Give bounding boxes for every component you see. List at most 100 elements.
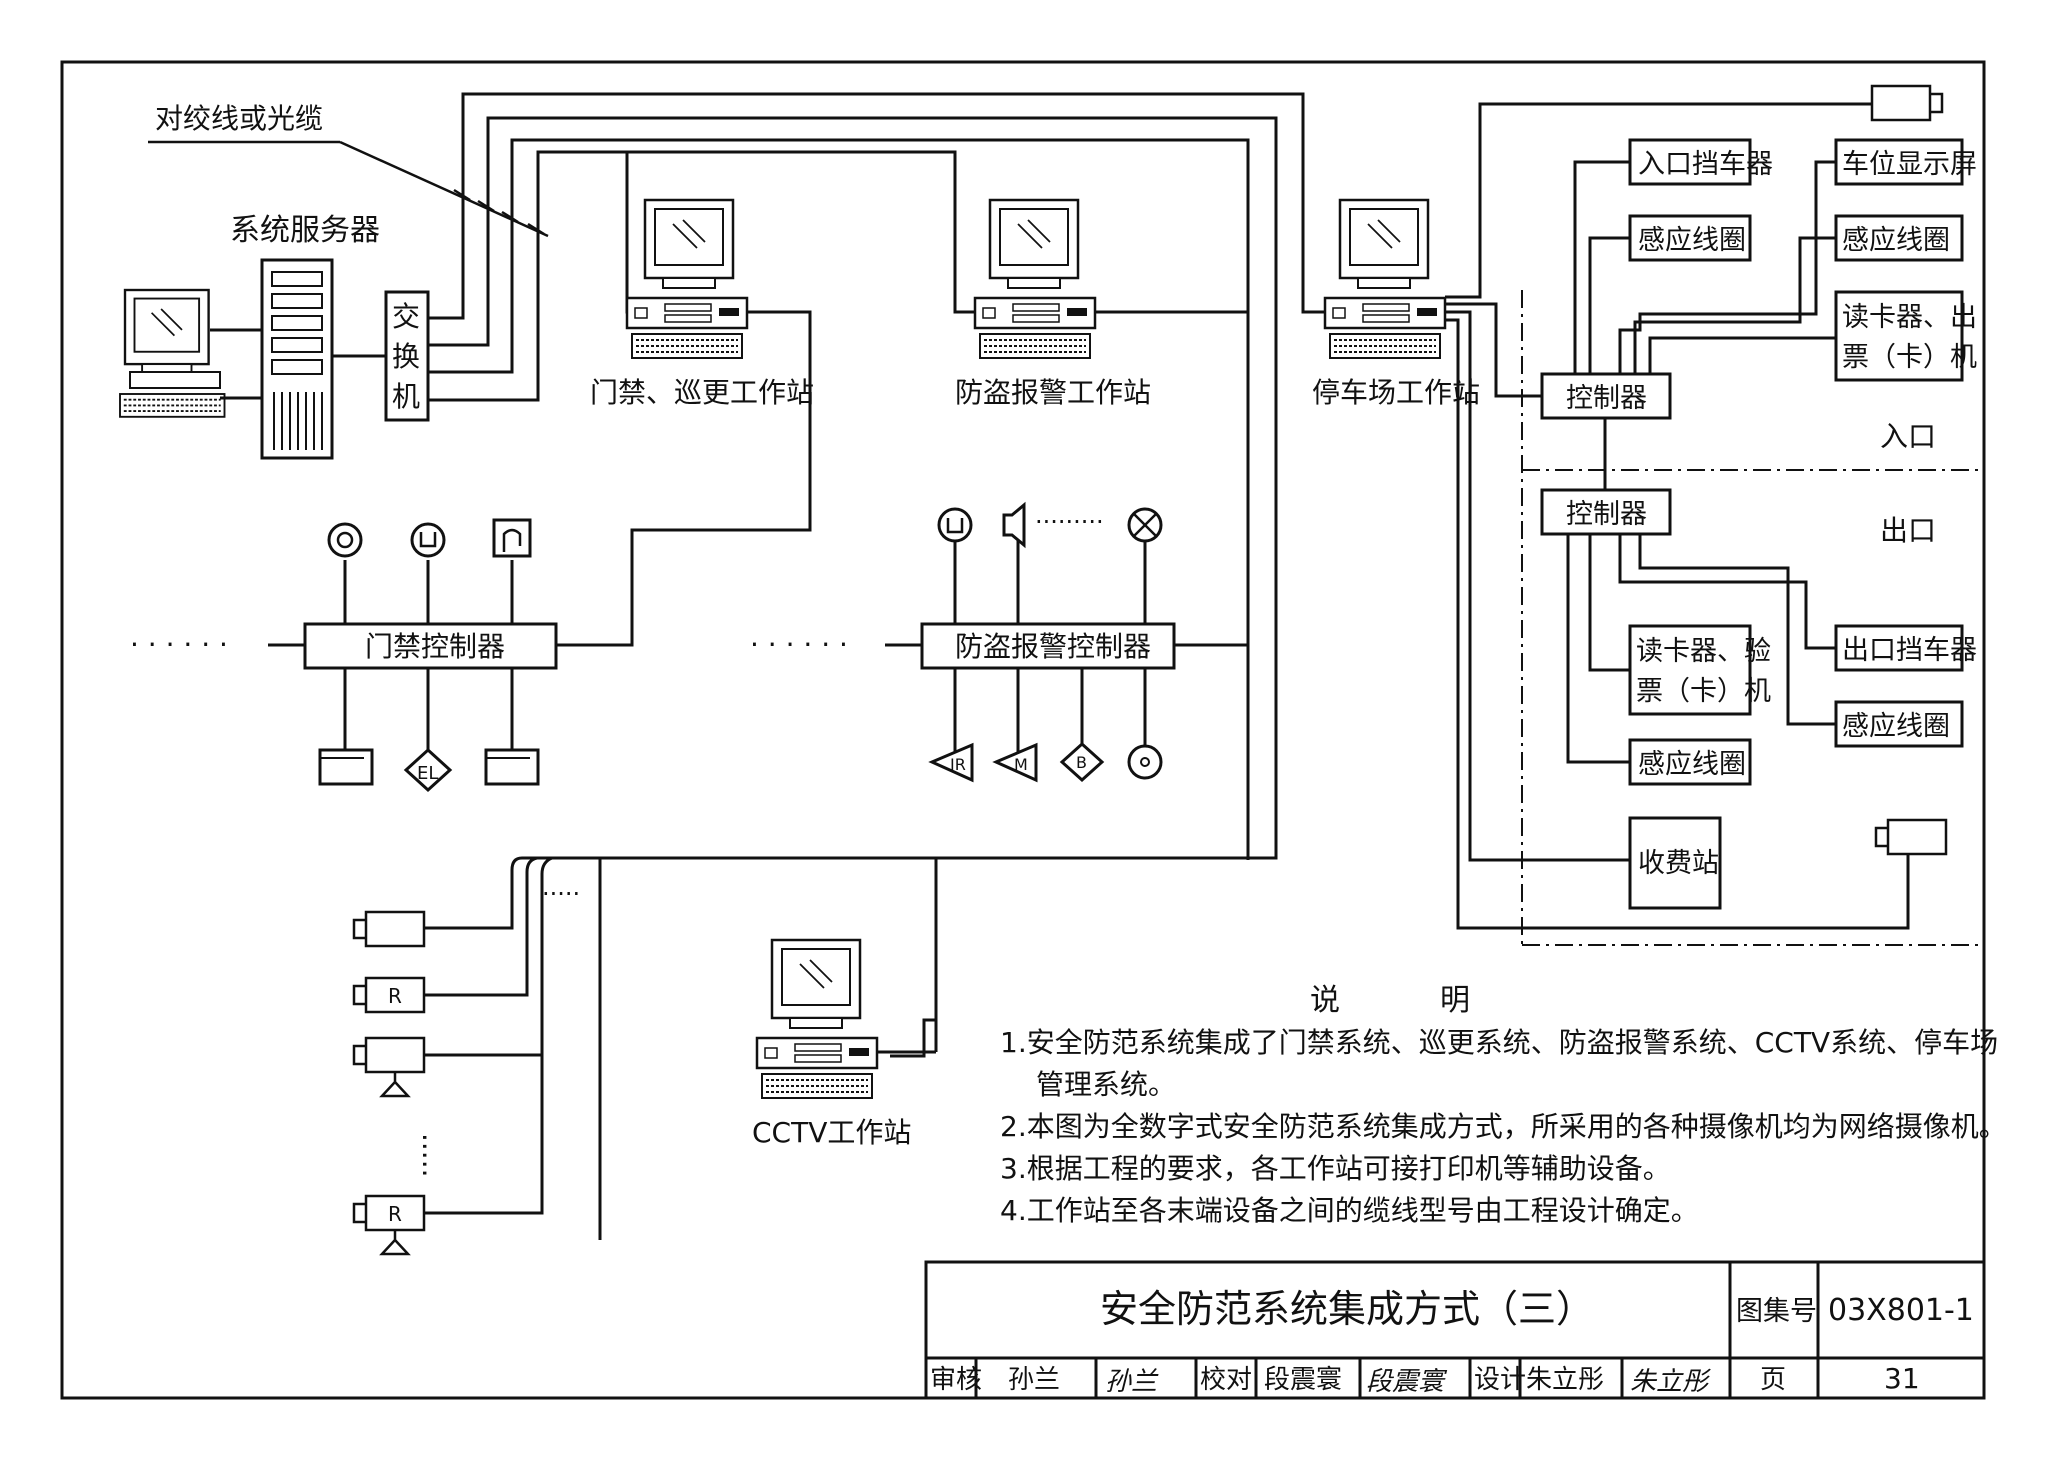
access-controller-box — [303, 622, 558, 670]
checker-name: 段震寰 — [1264, 1365, 1342, 1395]
door-lock-symbol — [318, 748, 374, 786]
smoke-detector-symbol — [1127, 744, 1163, 780]
parking-camera-entry — [1870, 84, 1944, 122]
loop-box-3: 感应线圈 — [1834, 700, 1964, 748]
loop-box-2: 感应线圈 — [1834, 214, 1964, 262]
svg-text:R: R — [388, 1202, 402, 1226]
alarm-dots: ········· — [1035, 508, 1104, 536]
alarm-keypad-symbol — [937, 507, 973, 543]
glass-break-detector-symbol — [1059, 741, 1105, 783]
parking-wiring — [1445, 102, 1910, 930]
alarm-workstation — [973, 198, 1097, 359]
alarm-controller-box — [920, 622, 1176, 670]
svg-text:入口挡车器: 入口挡车器 — [1638, 149, 1773, 180]
parking-workstation-label: 停车场工作站 — [1312, 376, 1480, 409]
access-workstation — [625, 198, 749, 359]
page-number: 31 — [1884, 1362, 1920, 1395]
exit-label: 出口 — [1880, 514, 1936, 547]
svg-text:感应线圈: 感应线圈 — [1842, 225, 1950, 256]
microwave-detector-symbol — [992, 742, 1038, 783]
network-switch: 交 换 机 — [384, 290, 430, 422]
camera-more-dots: ····· — [542, 880, 580, 908]
atlas-label: 图集号 — [1736, 1296, 1817, 1327]
note-4: 4.工作站至各末端设备之间的缆线型号由工程设计确定。 — [1000, 1194, 1699, 1227]
drawing-title: 安全防范系统集成方式（三） — [1100, 1287, 1594, 1331]
exit-controller-box: 控制器 — [1540, 488, 1672, 536]
camera-ptz — [352, 1036, 426, 1098]
access-workstation-label: 门禁、巡更工作站 — [590, 376, 814, 409]
server-label: 系统服务器 — [230, 213, 380, 248]
cable-note-label: 对绞线或光缆 — [155, 102, 323, 135]
review-label: 审核 — [930, 1365, 982, 1395]
svg-text:R: R — [388, 984, 402, 1008]
svg-text:感应线圈: 感应线圈 — [1842, 711, 1950, 742]
parking-camera-exit — [1874, 818, 1948, 856]
alarm-workstation-label: 防盗报警工作站 — [955, 376, 1151, 409]
loop-box-1: 感应线圈 — [1628, 214, 1752, 262]
svg-text:出口挡车器: 出口挡车器 — [1842, 635, 1977, 666]
checker-signature: 段震寰 — [1366, 1367, 1448, 1397]
electric-lock-symbol — [403, 747, 453, 793]
notes-title: 说 明 — [1310, 983, 1470, 1018]
note-2: 2.本图为全数字式安全防范系统集成方式，所采用的各种摄像机均为网络摄像机。 — [1000, 1110, 2007, 1143]
exit-barrier-box: 出口挡车器 — [1834, 624, 1977, 672]
reader-symbol — [327, 522, 363, 558]
server-tower — [260, 258, 386, 460]
svg-text:票（卡）机: 票（卡）机 — [1636, 676, 1771, 707]
parking-zone-border — [1521, 290, 1984, 946]
svg-text:读卡器、出: 读卡器、出 — [1842, 302, 1977, 333]
svg-text:交: 交 — [392, 300, 420, 333]
toll-station-box: 收费站 — [1628, 816, 1722, 910]
entry-controller-box: 控制器 — [1540, 372, 1672, 420]
note-3: 3.根据工程的要求，各工作站可接打印机等辅助设备。 — [1000, 1152, 1671, 1185]
cctv-workstation — [755, 858, 938, 1099]
access-more-dots: · · · · · · — [130, 628, 228, 661]
cctv-workstation-label: CCTV工作站 — [752, 1116, 911, 1149]
access-controller-label: 门禁控制器 — [365, 630, 505, 663]
ir-detector-symbol — [928, 742, 974, 783]
card-verify-box: 读卡器、验 票（卡）机 — [1628, 624, 1771, 716]
parking-workstation — [1323, 198, 1447, 359]
note-1-cont: 管理系统。 — [1036, 1068, 1177, 1101]
speaker-symbol — [1002, 501, 1026, 549]
svg-text:感应线圈: 感应线圈 — [1638, 749, 1746, 780]
design-label: 设计 — [1474, 1365, 1526, 1395]
door-switch-symbol — [492, 518, 532, 558]
cable-note-leader — [148, 140, 549, 238]
card-issue-box: 读卡器、出 票（卡）机 — [1834, 290, 1977, 382]
camera-bus — [422, 856, 600, 1215]
svg-text:机: 机 — [392, 380, 420, 413]
svg-text:M: M — [1014, 755, 1028, 774]
camera-r-1: R — [352, 976, 426, 1014]
svg-text:票（卡）机: 票（卡）机 — [1842, 342, 1977, 373]
camera-r-ptz: R — [352, 1194, 426, 1256]
designer-signature: 朱立彤 — [1630, 1367, 1711, 1397]
check-label: 校对 — [1200, 1365, 1252, 1395]
designer-name: 朱立彤 — [1526, 1365, 1604, 1395]
svg-text:控制器: 控制器 — [1566, 499, 1647, 530]
svg-text:EL: EL — [417, 763, 438, 784]
svg-text:车位显示屏: 车位显示屏 — [1842, 149, 1977, 180]
svg-text:读卡器、验: 读卡器、验 — [1636, 636, 1771, 667]
page-label: 页 — [1760, 1365, 1786, 1395]
loop-box-4: 感应线圈 — [1628, 738, 1752, 786]
alarm-controller-label: 防盗报警控制器 — [955, 630, 1151, 663]
reviewer-signature: 孙兰 — [1105, 1367, 1159, 1397]
exit-button-symbol — [484, 748, 540, 786]
svg-text:控制器: 控制器 — [1566, 383, 1647, 414]
entry-barrier-box: 入口挡车器 — [1628, 138, 1773, 186]
camera-fixed — [352, 910, 426, 948]
patrol-point-symbol — [410, 522, 446, 558]
alarm-more-dots: · · · · · · — [750, 628, 848, 661]
svg-text:B: B — [1076, 753, 1087, 772]
svg-text:换: 换 — [392, 340, 420, 373]
entrance-label: 入口 — [1880, 420, 1936, 453]
camera-vertical-dots: ····· — [408, 1133, 441, 1178]
svg-text:感应线圈: 感应线圈 — [1638, 225, 1746, 256]
reviewer-name: 孙兰 — [1008, 1365, 1060, 1395]
svg-text:IR: IR — [950, 755, 966, 774]
svg-text:收费站: 收费站 — [1638, 848, 1719, 879]
server-pc — [119, 288, 262, 418]
title-block-grid — [924, 1260, 1986, 1400]
